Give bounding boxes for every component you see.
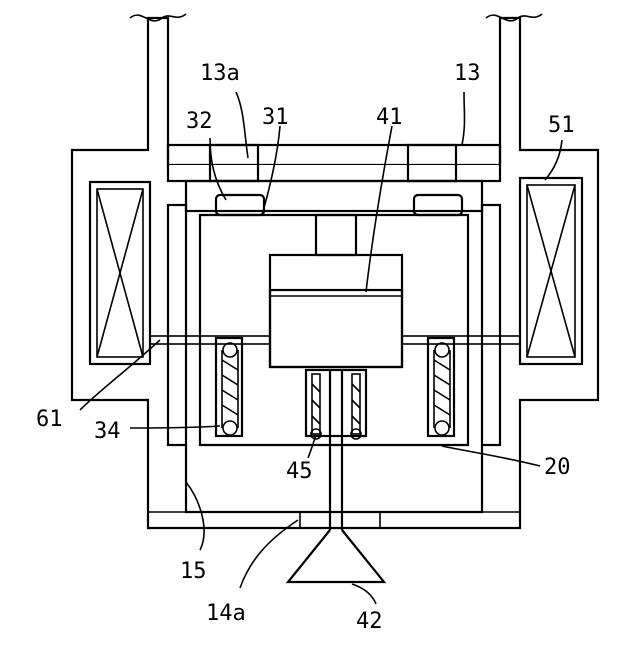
label-51: 51 — [548, 113, 575, 138]
label-42: 42 — [356, 609, 383, 634]
label-31: 31 — [262, 105, 289, 130]
label-13: 13 — [454, 61, 481, 86]
label-45: 45 — [286, 459, 313, 484]
label-20: 20 — [544, 455, 571, 480]
label-14a: 14a — [206, 601, 246, 626]
label-32: 32 — [186, 109, 213, 134]
label-13a: 13a — [200, 61, 240, 86]
label-34: 34 — [94, 419, 121, 444]
label-61: 61 — [36, 407, 63, 432]
label-15: 15 — [180, 559, 207, 584]
label-41: 41 — [376, 105, 403, 130]
